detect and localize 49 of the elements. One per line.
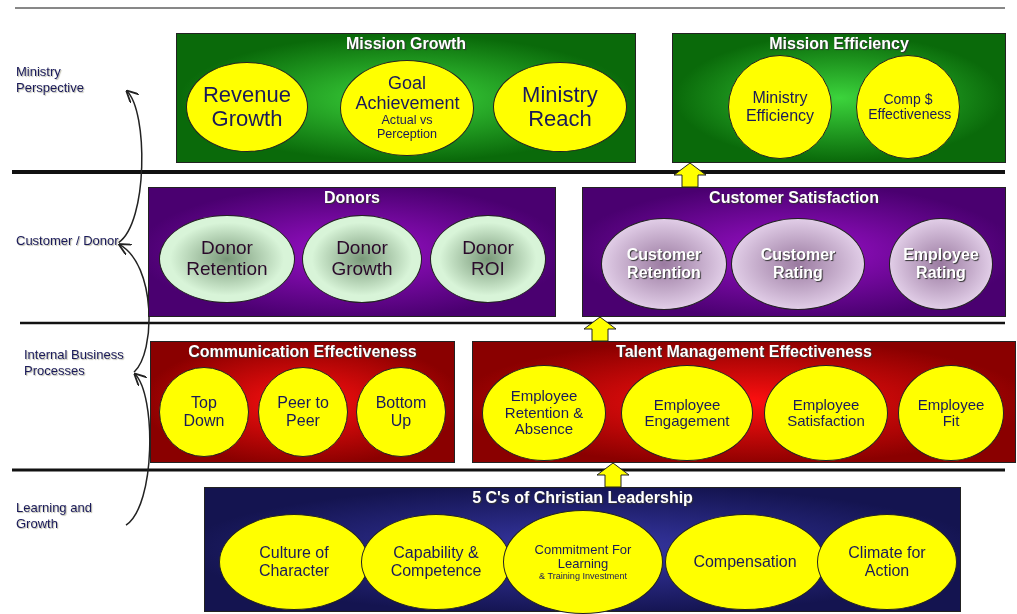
- metric-text: Employee Satisfaction: [786, 396, 866, 430]
- metric-ellipse: [817, 514, 957, 610]
- panel-heading: 5 C's of Christian Leadership: [471, 489, 694, 507]
- metric-text: Actual vs Perception: [375, 113, 439, 142]
- panel-heading: Donors: [323, 189, 381, 207]
- curved-arrow: [117, 242, 150, 373]
- metric-text: Top Down: [182, 394, 226, 430]
- metric-text: Employee Rating: [902, 246, 980, 282]
- panel-heading: Mission Growth: [345, 35, 467, 53]
- row-heading: Learning and Growth: [16, 500, 93, 532]
- metric-text: Commitment For Learning: [533, 542, 633, 572]
- metric-text: Revenue Growth: [201, 82, 293, 132]
- group-panel: [582, 187, 1006, 317]
- row-heading: Customer / Donor: [16, 233, 119, 249]
- panel-heading: Talent Management Effectiveness: [615, 343, 873, 361]
- panel-heading: Customer Satisfaction: [708, 189, 880, 207]
- metric-text: Bottom Up: [374, 394, 428, 430]
- metric-text: Donor ROI: [461, 238, 515, 280]
- metric-text: Culture of Character: [257, 544, 331, 580]
- block-arrow: [596, 462, 630, 488]
- metric-text: Climate for Action: [847, 544, 927, 580]
- panel-heading: Communication Effectiveness: [187, 343, 418, 361]
- metric-text: Customer Retention: [625, 246, 703, 282]
- metric-text: Compensation: [693, 553, 797, 571]
- metric-text: Ministry Reach: [521, 82, 599, 132]
- metric-text: Employee Fit: [916, 396, 986, 430]
- group-panel: [176, 33, 636, 163]
- group-panel: [150, 341, 455, 463]
- curved-arrow: [117, 89, 143, 244]
- group-panel: [472, 341, 1016, 463]
- row-heading: Ministry Perspective: [16, 64, 85, 96]
- metric-text: Employee Engagement: [643, 396, 731, 430]
- metric-text: Donor Retention: [185, 238, 269, 280]
- block-arrow: [673, 162, 707, 188]
- group-panel: [672, 33, 1006, 163]
- panel-heading: Mission Efficiency: [768, 35, 910, 53]
- metric-text: Peer to Peer: [276, 394, 330, 430]
- metric-text: Ministry Efficiency: [744, 89, 816, 125]
- curved-arrow: [125, 372, 151, 526]
- metric-text: Employee Retention & Absence: [503, 388, 585, 438]
- metric-text: Customer Rating: [759, 246, 837, 282]
- group-panel: [204, 487, 961, 612]
- metric-text: Goal Achievement: [355, 74, 459, 114]
- metric-text: Capability & Competence: [389, 544, 483, 580]
- metric-text: & Training Investment: [539, 571, 627, 582]
- group-panel: [148, 187, 556, 317]
- metric-text: Donor Growth: [330, 238, 394, 280]
- row-heading: Internal Business Processes: [24, 347, 125, 379]
- block-arrow: [583, 316, 617, 342]
